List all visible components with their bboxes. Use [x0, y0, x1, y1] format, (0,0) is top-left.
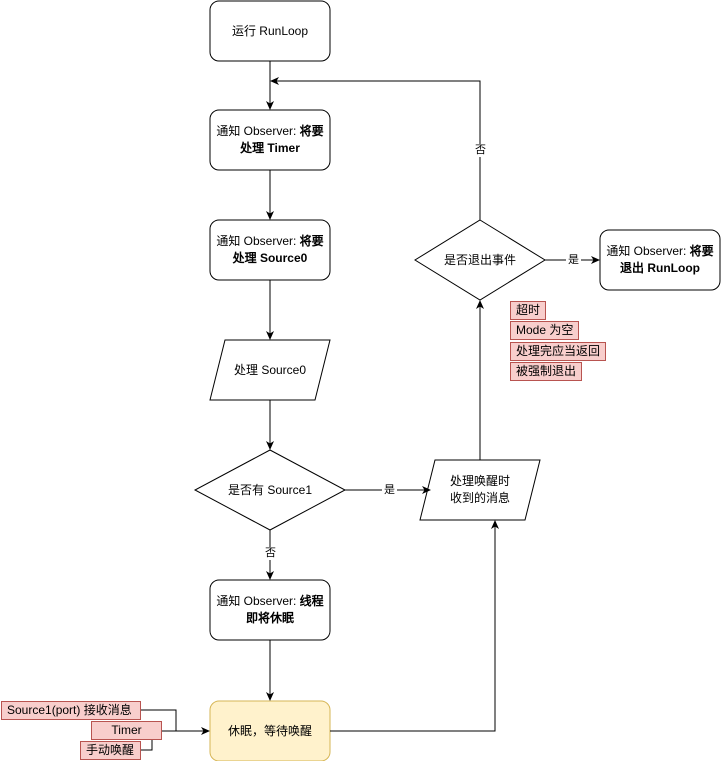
- wake-source-timer: Timer: [91, 721, 162, 740]
- wake-source-manual: 手动唤醒: [80, 741, 141, 760]
- notify-exit-box: [599, 229, 721, 291]
- handle-source0-parallelogram: [209, 339, 331, 401]
- exit-event-label: 是否退出事件: [415, 220, 545, 300]
- notify-sleep-bold1: 线程: [299, 594, 324, 608]
- handle-wakeup-line2: 收到的消息: [449, 491, 510, 505]
- notify-sleep-bold2: 即将休眠: [245, 611, 294, 625]
- notify-timer-label: 通知 Observer: 将要 处理 Timer: [212, 110, 328, 170]
- notify-source0-label: 通知 Observer: 将要 处理 Source0: [212, 220, 328, 280]
- notify-timer-bold2: 处理 Timer: [240, 141, 300, 155]
- edge-label-exit-yes: 是: [566, 254, 581, 267]
- exit-reason-should-return: 处理完应当返回: [510, 342, 607, 361]
- notify-timer-plain: 通知 Observer:: [216, 124, 300, 138]
- handle-source0-text: 处理 Source0: [233, 362, 307, 377]
- notify-exit-plain: 通知 Observer:: [606, 244, 690, 258]
- notify-source0-plain: 通知 Observer:: [216, 234, 300, 248]
- edge-label-source1-no: 否: [263, 547, 278, 560]
- notify-exit-bold2: 退出 RunLoop: [620, 261, 700, 275]
- edge-label-exit-no: 否: [473, 144, 488, 157]
- run-runloop-text: 运行 RunLoop: [231, 23, 309, 38]
- edge-label-source1-yes: 是: [382, 484, 397, 497]
- exit-reason-mode-empty: Mode 为空: [510, 321, 580, 340]
- sleep-wait-text: 休眠，等待唤醒: [227, 723, 312, 738]
- edge-exit-no-loop: [270, 77, 481, 220]
- sleep-wait-label: 休眠，等待唤醒: [210, 701, 330, 761]
- edge-sleep-to-wakeup: [330, 520, 499, 732]
- notify-timer-bold1: 将要: [299, 124, 324, 138]
- exit-reason-timeout: 超时: [510, 301, 547, 320]
- handle-wakeup-label: 处理唤醒时 收到的消息: [420, 460, 540, 520]
- notify-source0-bold1: 将要: [299, 234, 324, 248]
- handle-source0-label: 处理 Source0: [210, 340, 330, 400]
- has-source1-label: 是否有 Source1: [195, 450, 345, 530]
- exit-event-text: 是否退出事件: [443, 252, 516, 267]
- handle-wakeup-parallelogram: [419, 459, 541, 521]
- wake-source-source1: Source1(port) 接收消息: [1, 701, 141, 720]
- handle-wakeup-line1: 处理唤醒时: [449, 474, 510, 488]
- notify-source0-bold2: 处理 Source0: [232, 251, 308, 265]
- exit-reason-forced: 被强制退出: [510, 362, 583, 381]
- notify-exit-label: 通知 Observer: 将要 退出 RunLoop: [602, 230, 718, 290]
- has-source1-text: 是否有 Source1: [227, 482, 313, 497]
- run-runloop-label: 运行 RunLoop: [210, 1, 330, 61]
- notify-sleep-label: 通知 Observer: 线程 即将休眠: [212, 580, 328, 640]
- notify-sleep-plain: 通知 Observer:: [216, 594, 300, 608]
- notify-exit-bold1: 将要: [689, 244, 714, 258]
- edge-wake-manual: [141, 730, 180, 751]
